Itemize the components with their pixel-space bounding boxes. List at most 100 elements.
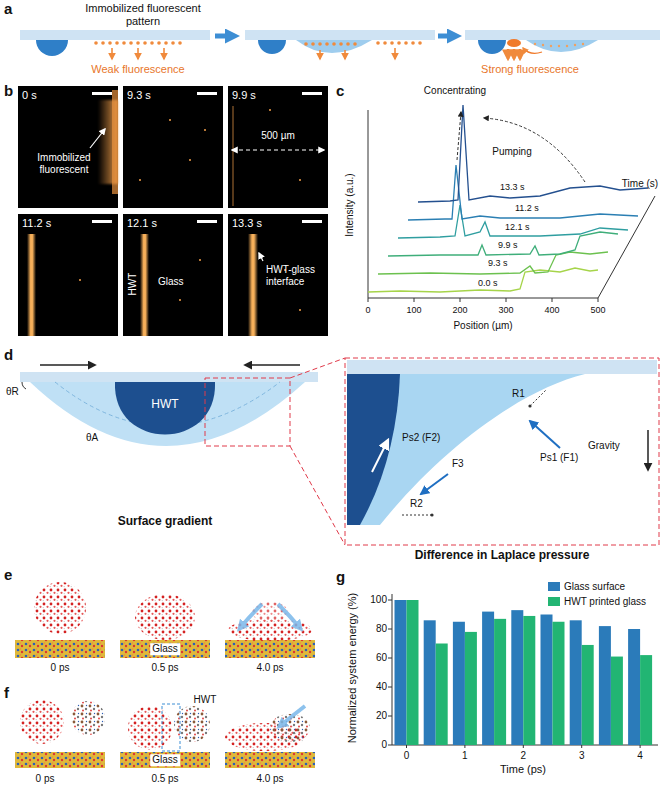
schematic-stage xyxy=(320,48,395,59)
md-snapshot xyxy=(280,706,305,726)
schematic-stage xyxy=(376,41,380,45)
pointer-arrow xyxy=(259,253,263,261)
annotation-label: Strong fluorescence xyxy=(481,63,579,76)
micrograph-panel xyxy=(123,214,223,336)
tick-label: 1 xyxy=(462,750,468,762)
schematic-stage xyxy=(465,30,660,59)
fluorescent-signal xyxy=(189,159,191,161)
trace-label: 9.3 s xyxy=(488,258,508,268)
bar-chart-axis xyxy=(388,687,392,688)
time-stamp: 13.3 s xyxy=(232,217,262,230)
angle-label: θA xyxy=(86,432,98,444)
energy-bar xyxy=(640,655,652,745)
time-stamp: 9.3 s xyxy=(127,89,151,102)
schematic-stage xyxy=(112,48,164,59)
schematic-stage xyxy=(245,30,435,59)
tick-label: 300 xyxy=(498,305,513,315)
schematic-stage xyxy=(304,42,308,46)
region-label: HWT xyxy=(127,273,139,296)
schematic-stage xyxy=(566,45,568,47)
schematic-stage xyxy=(353,42,357,46)
schematic-stage xyxy=(574,44,576,46)
md-snapshot xyxy=(120,640,210,658)
schematic-stage xyxy=(94,41,98,45)
schematic-stage xyxy=(137,48,139,59)
trend-arrow xyxy=(457,112,461,160)
tick-label: 60 xyxy=(376,652,387,664)
axis-title: Time (ps) xyxy=(500,763,546,776)
trace-label: 13.3 s xyxy=(500,182,525,192)
energy-bar xyxy=(541,615,553,746)
time-stamp: 0.5 ps xyxy=(151,773,178,785)
micrograph-frame: 9.9 s500 µm xyxy=(228,86,328,208)
schematic-stage xyxy=(513,49,515,59)
panel-letter: c xyxy=(336,82,344,99)
schematic-stage xyxy=(404,41,408,45)
schematic-stage xyxy=(550,45,552,47)
step-arrow xyxy=(438,34,456,39)
energy-bar xyxy=(553,622,565,745)
schematic-stage xyxy=(318,42,322,46)
time-stamp: 0.5 ps xyxy=(151,662,178,674)
schematic-stage xyxy=(418,41,422,45)
energy-bar xyxy=(511,610,523,745)
annotation-label: Immobilized fluorescent xyxy=(24,152,104,175)
fluorescent-signal xyxy=(299,179,301,181)
intensity-trace xyxy=(368,105,648,292)
laplace-inset xyxy=(345,358,659,545)
chart-axis xyxy=(368,298,598,299)
tick-label: 200 xyxy=(452,305,467,315)
bar-chart-axis xyxy=(388,658,392,659)
micrograph-panel xyxy=(123,86,223,208)
md-snapshot xyxy=(225,752,315,768)
micrograph-frame: 0 sImmobilized fluorescent xyxy=(18,86,118,208)
fluorescent-signal xyxy=(179,299,181,301)
schematic-stage xyxy=(383,41,387,45)
chart-axis xyxy=(598,298,599,302)
laplace-inset xyxy=(647,430,649,470)
schematic-stage xyxy=(296,40,372,53)
tick-label: 100 xyxy=(406,305,421,315)
pointer-arrow xyxy=(90,129,324,261)
md-snapshot xyxy=(228,619,312,641)
scale-bar xyxy=(197,220,217,223)
schematic-stage xyxy=(304,41,422,46)
intensity-trace xyxy=(418,105,648,202)
laplace-inset xyxy=(347,360,657,374)
legend-swatch xyxy=(548,597,560,606)
schematic-stage xyxy=(164,41,168,45)
schematic-stage xyxy=(258,40,286,54)
step-arrow xyxy=(215,34,234,39)
droplet-schematic xyxy=(30,382,305,446)
md-snapshot xyxy=(15,582,315,658)
tick-label: 0 xyxy=(404,750,410,762)
droplet-label: HWT xyxy=(151,398,178,412)
schematic-stage xyxy=(523,48,542,53)
laplace-inset xyxy=(345,358,659,545)
tick-label: 4 xyxy=(637,750,643,762)
fluorescent-signal xyxy=(248,234,258,336)
micrograph-frame: 13.3 sHWT-glass interface xyxy=(228,214,328,336)
md-snapshot xyxy=(162,704,180,751)
bar-chart-axis xyxy=(523,745,524,748)
axis-title: Position (µm) xyxy=(453,320,512,332)
bar-chart-axis xyxy=(388,716,392,717)
force-label: Ps2 (F2) xyxy=(402,432,440,444)
bar-chart-axis xyxy=(640,745,641,748)
micrograph-panel xyxy=(228,214,328,336)
micrograph-panel xyxy=(18,86,118,208)
fluorescent-signal xyxy=(232,106,234,206)
md-snapshot xyxy=(278,604,300,628)
tick-label: 0 xyxy=(381,739,387,751)
energy-bar xyxy=(523,616,535,745)
schematic-stage xyxy=(344,50,346,59)
energy-bar xyxy=(494,619,506,745)
schematic-stage xyxy=(534,43,536,45)
energy-bar xyxy=(407,600,419,745)
tick-label: 3 xyxy=(579,750,585,762)
droplet-schematic xyxy=(40,364,300,366)
schematic-stage xyxy=(346,42,350,46)
panel-letter: e xyxy=(4,566,12,583)
trend-arrow xyxy=(457,112,585,182)
